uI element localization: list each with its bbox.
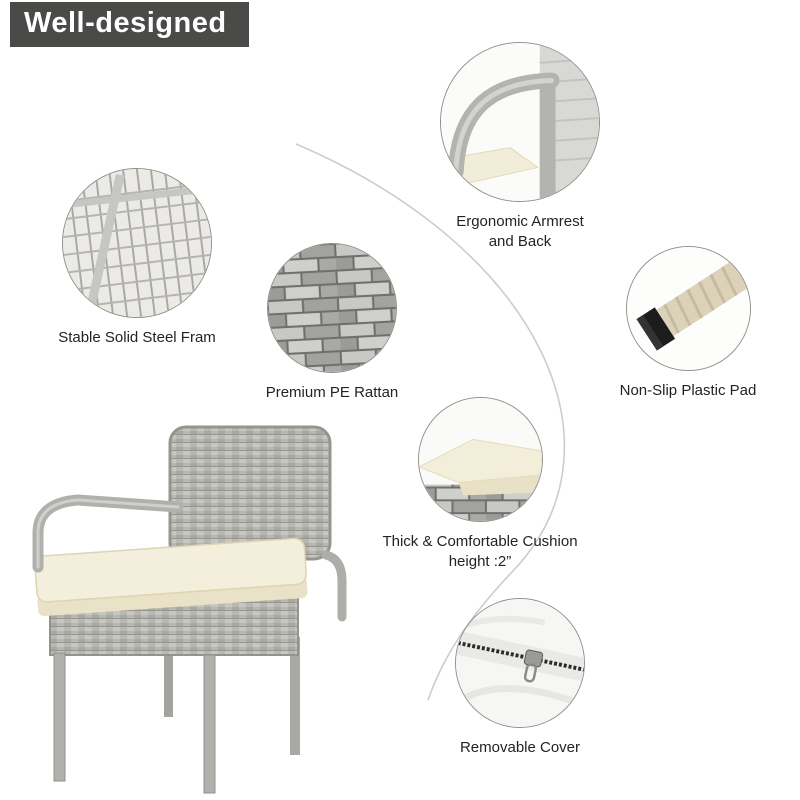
zipper-photo [455,598,585,728]
pe-rattan-label: Premium PE Rattan [265,384,399,401]
pe-rattan-photo [267,243,397,373]
callout-cover: Removable Cover [420,598,620,758]
callout-cushion: Thick & Comfortable Cushion height :2” [365,397,595,573]
plastic-pad-label: Non-Slip Plastic Pad [619,382,757,399]
armrest-label: Ergonomic Armrest and Back [456,213,584,251]
rattan-chair-image [32,425,347,794]
callout-plastic-pad: Non-Slip Plastic Pad [583,246,793,401]
cushion-label: Thick & Comfortable Cushion height :2” [382,533,578,571]
steel-frame-label: Stable Solid Steel Fram [58,329,216,346]
steel-frame-photo [62,168,212,318]
callout-pe-rattan: Premium PE Rattan [232,243,432,403]
page-title: Well-designed [10,2,249,47]
cover-label: Removable Cover [459,739,581,756]
armrest-photo [440,42,600,202]
callout-steel-frame: Stable Solid Steel Fram [27,168,247,348]
cushion-photo [417,397,543,522]
callout-armrest: Ergonomic Armrest and Back [410,42,630,253]
plastic-pad-photo [625,246,751,371]
